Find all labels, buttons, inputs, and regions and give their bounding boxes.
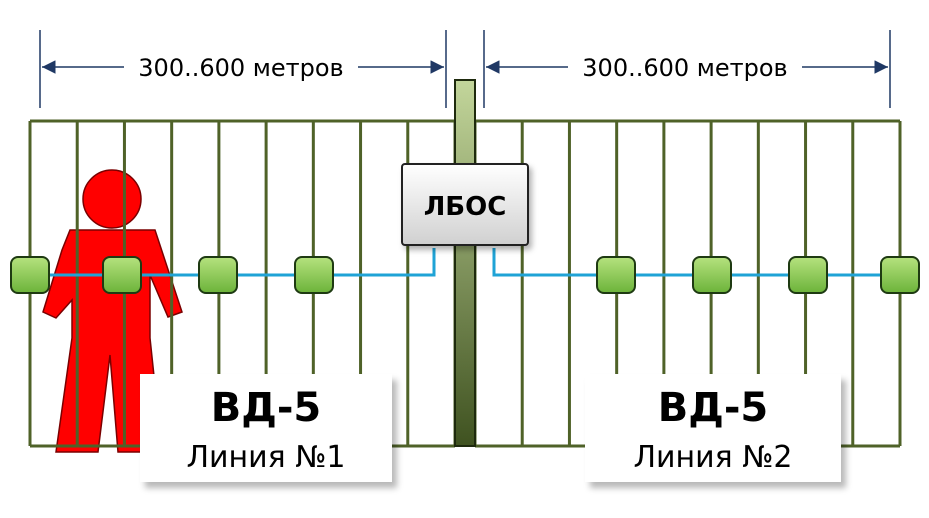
sensor-node-icon xyxy=(102,256,142,294)
line-2-title: ВД-5 xyxy=(657,385,769,431)
sensor-node-icon xyxy=(294,256,334,294)
dimension-right-label: 300..600 метров xyxy=(582,54,787,82)
dimension-left: 300..600 метров xyxy=(39,30,447,108)
line-1-label-box: ВД-5 Линия №1 xyxy=(140,374,392,482)
sensor-node-icon xyxy=(198,256,238,294)
dimension-left-label: 300..600 метров xyxy=(138,54,343,82)
sensor-node-icon xyxy=(880,256,920,294)
sensor-cable xyxy=(30,248,900,277)
dimension-right: 300..600 метров xyxy=(483,30,891,108)
line-2-label-box: ВД-5 Линия №2 xyxy=(585,374,841,482)
controller-label: ЛБОС xyxy=(424,192,507,222)
line-1-title: ВД-5 xyxy=(210,385,322,431)
sensor-node-icon xyxy=(692,256,732,294)
sensor-group xyxy=(10,256,920,294)
sensor-node-icon xyxy=(10,256,50,294)
controller-box: ЛБОС xyxy=(401,163,529,246)
sensor-node-icon xyxy=(596,256,636,294)
line-2-subtitle: Линия №2 xyxy=(633,440,793,475)
sensor-node-icon xyxy=(788,256,828,294)
central-post xyxy=(454,79,476,447)
line-1-subtitle: Линия №1 xyxy=(186,440,346,475)
